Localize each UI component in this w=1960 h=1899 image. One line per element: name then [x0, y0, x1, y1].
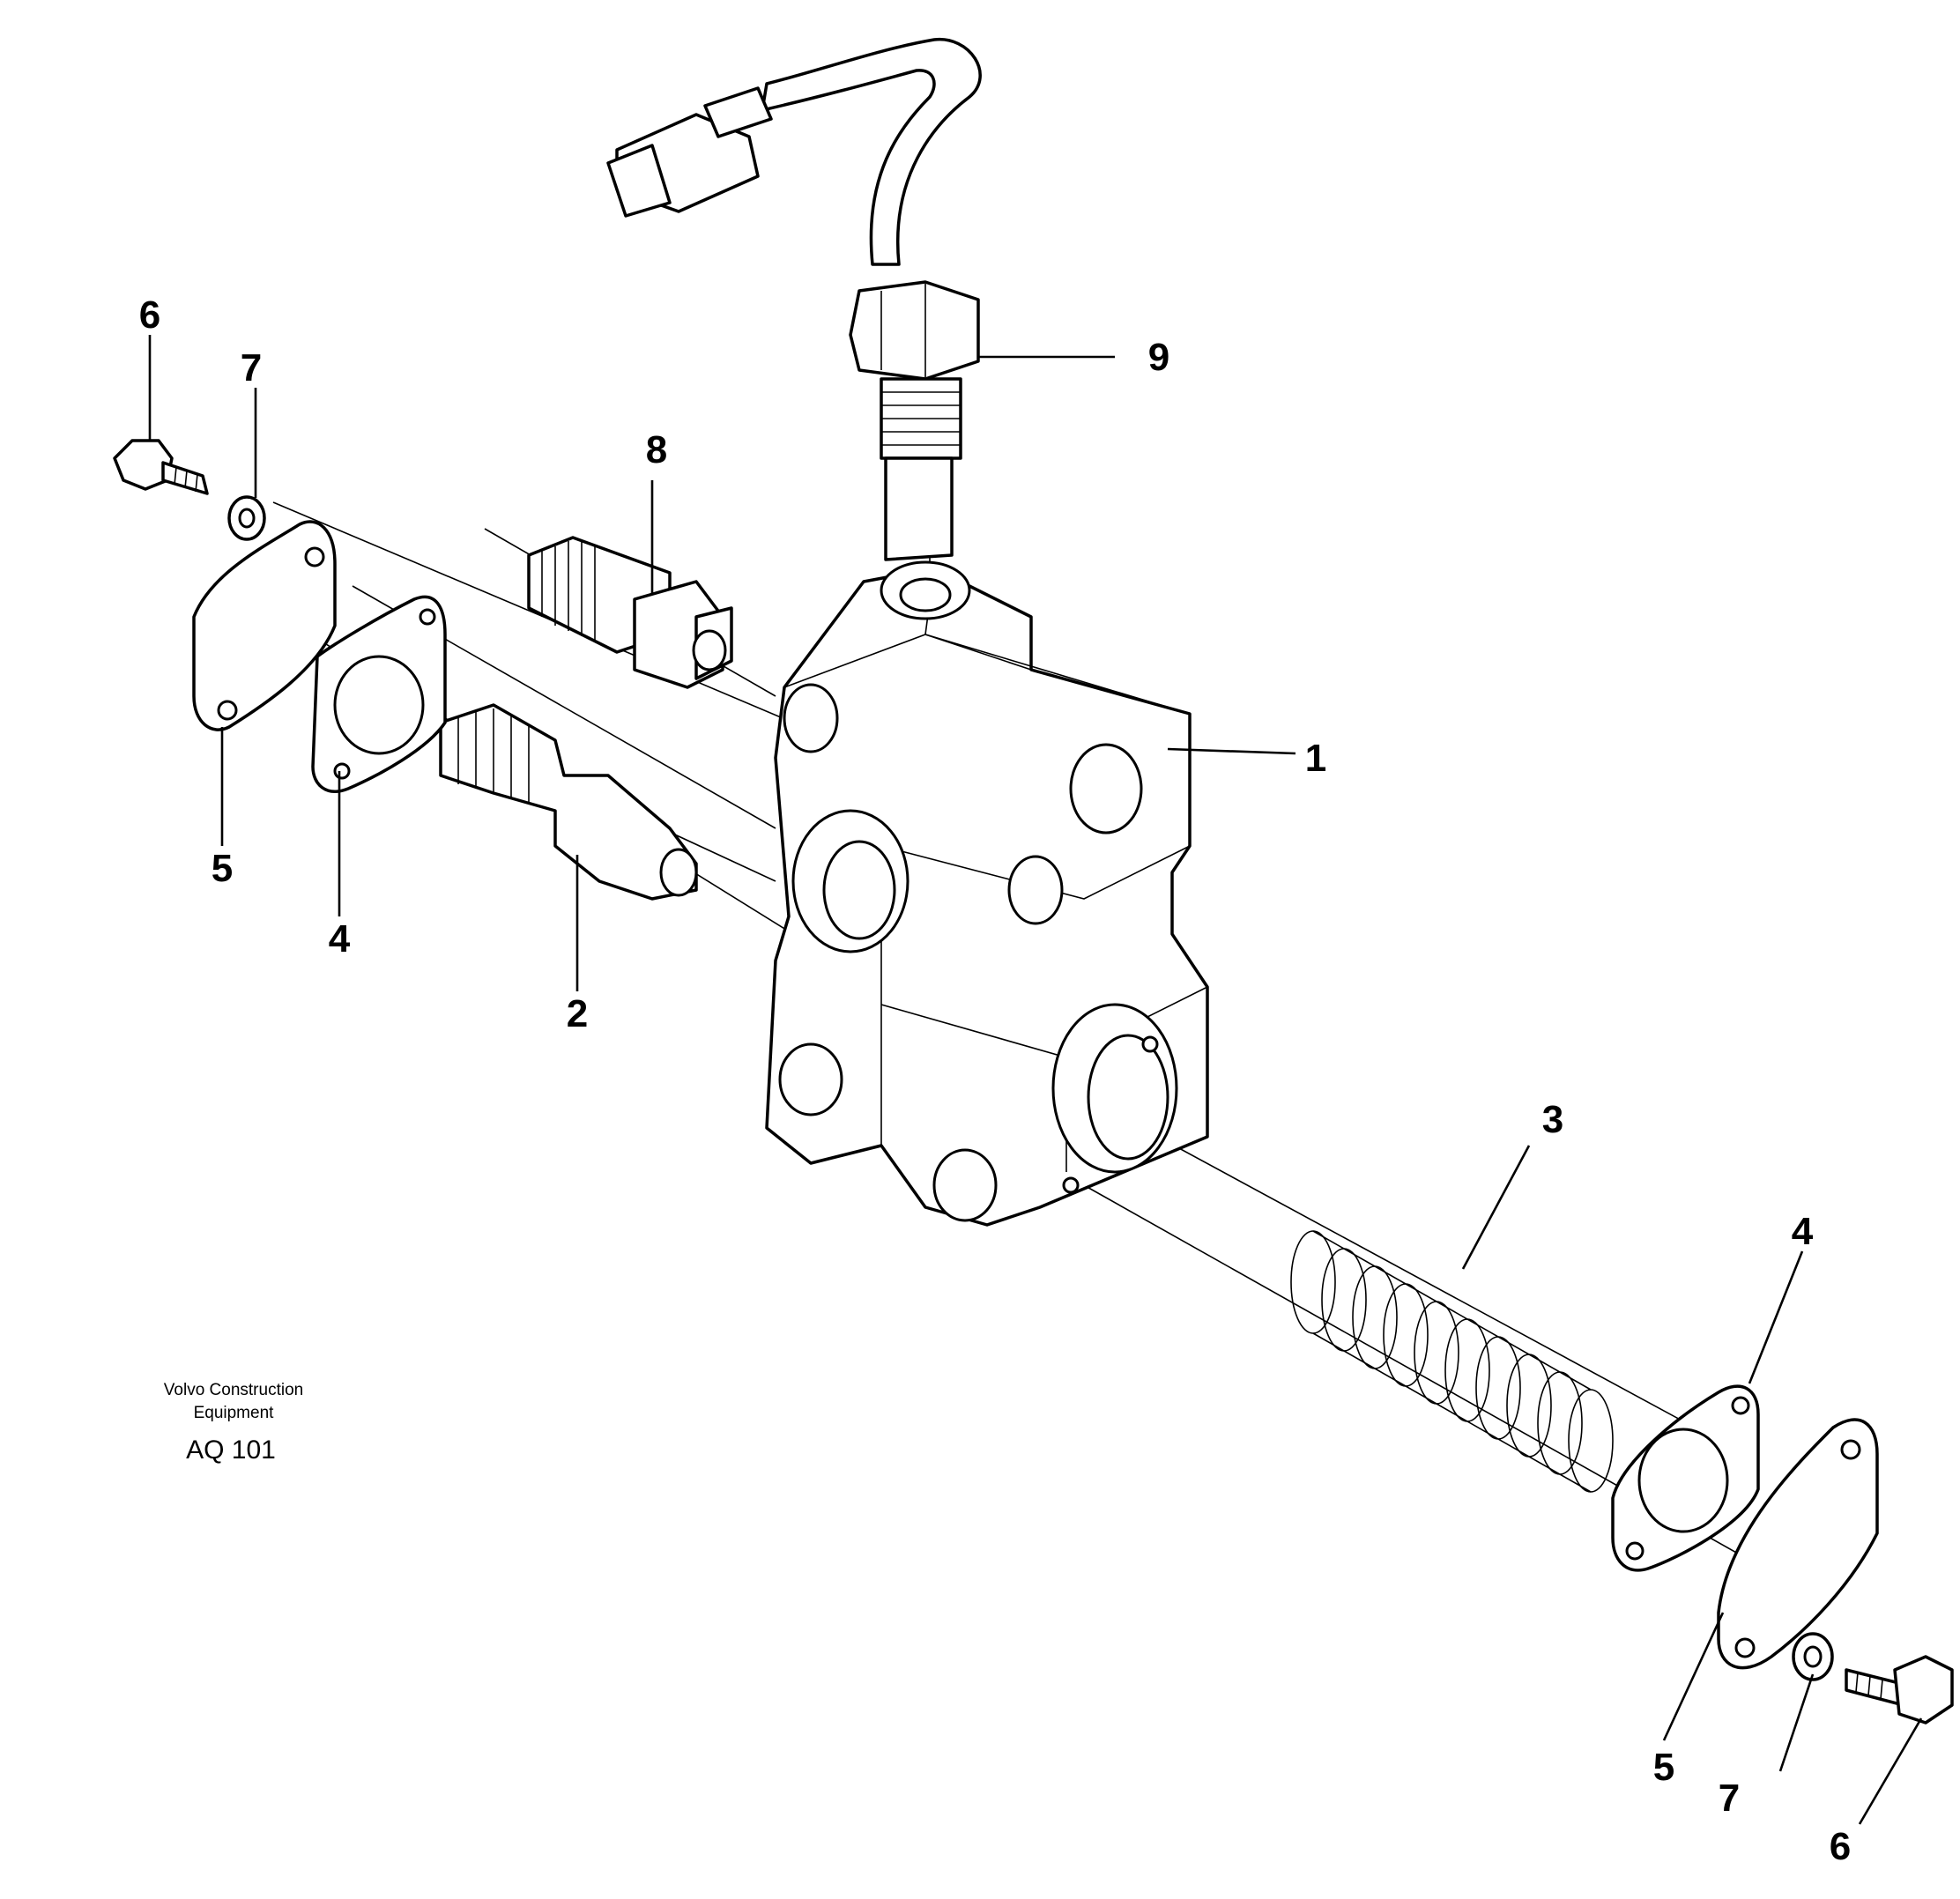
callout-cover-left: 5: [212, 847, 233, 890]
gasket-left: [311, 595, 447, 793]
callout-housing: 1: [1305, 737, 1326, 780]
screw-right: [1845, 1655, 1954, 1725]
caption-figure-code: AQ 101: [186, 1435, 276, 1465]
callout-cover-right: 5: [1653, 1746, 1674, 1789]
callout-sensor: 9: [1148, 336, 1169, 379]
caption-company-line1: Volvo Construction: [164, 1381, 303, 1399]
caption-company-line2: Equipment: [194, 1404, 275, 1422]
callout-screw-left: 6: [139, 293, 160, 337]
cover-plate-right: [1717, 1418, 1879, 1670]
screw-left: [113, 439, 209, 495]
sensor-assembly: [606, 38, 982, 561]
washer-right: [1792, 1632, 1834, 1681]
cover-plate-left: [192, 520, 337, 731]
callout-nipple: 8: [646, 428, 667, 471]
callout-gasket-left: 4: [329, 917, 351, 961]
washer-left: [227, 495, 266, 541]
callout-washer-right: 7: [1719, 1777, 1740, 1820]
callout-spring: 3: [1542, 1098, 1563, 1141]
callout-screw-right: 6: [1830, 1825, 1851, 1868]
nipple: [527, 536, 733, 689]
callout-labels: 1 2 3 4 4 5 5 6 6 7 7 8 9: [139, 293, 1851, 1868]
valve-spool: [439, 703, 698, 901]
leader-lines: [148, 335, 1923, 1825]
callout-gasket-right: 4: [1792, 1210, 1814, 1253]
valve-housing: [765, 560, 1209, 1227]
gasket-right: [1611, 1384, 1760, 1572]
callout-washer-left: 7: [241, 346, 262, 389]
connector-plug: [606, 86, 773, 218]
spring: [1290, 1230, 1614, 1493]
callout-valve-spool: 2: [567, 992, 588, 1035]
diagram-caption: Volvo Construction Equipment AQ 101: [164, 1381, 303, 1465]
